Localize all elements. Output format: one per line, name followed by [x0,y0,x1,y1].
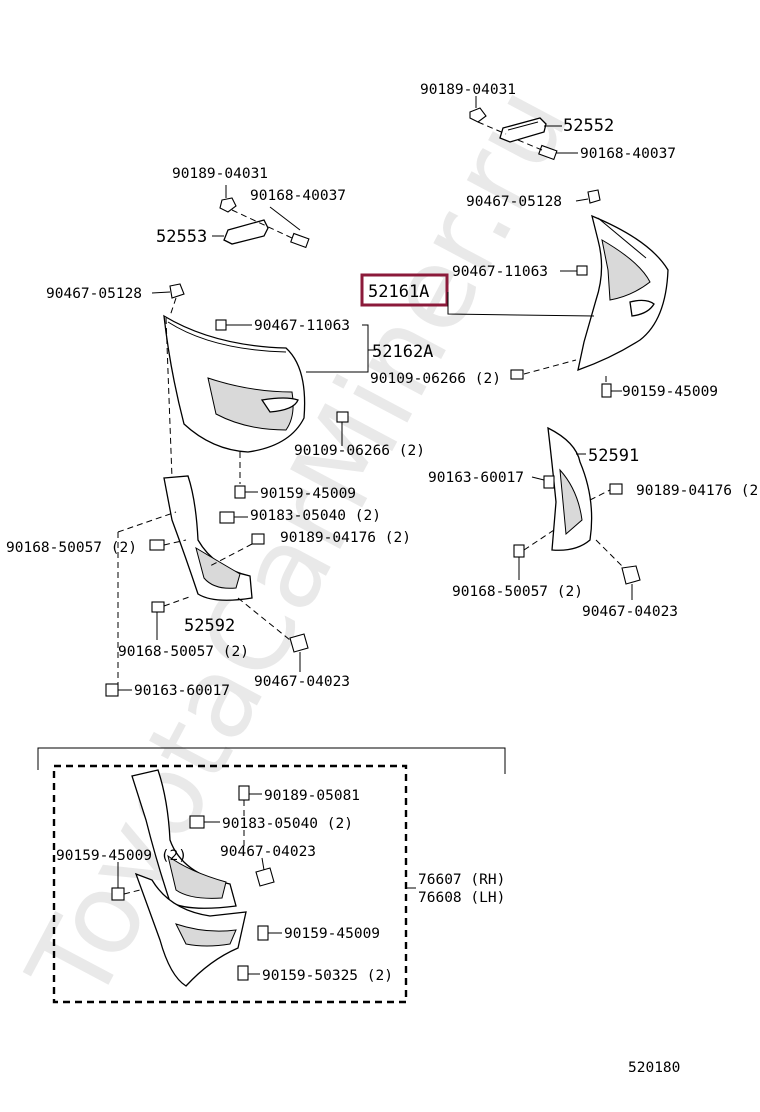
clip-90467-04023-left [289,633,309,653]
label-90159-50325: 90159-50325 (2) [262,968,393,984]
label-90189-04031-left: 90189-04031 [172,166,268,182]
label-90109-06266-lower: 90109-06266 (2) [294,443,425,459]
label-90159-45009-left: 90159-45009 [260,486,356,502]
screw-90189-05081 [238,785,250,801]
label-90189-04176-right: 90189-04176 (2) [636,483,760,499]
label-52161A: 52161A [368,282,429,302]
label-90467-04023-bottom: 90467-04023 [220,844,316,860]
label-90183-05040-left: 90183-05040 (2) [250,508,381,524]
label-76608-lh: 76608 (LH) [418,890,505,906]
clip-90467-05128-right [587,189,601,204]
clip-90189-04176-left [251,533,265,545]
label-90189-05081: 90189-05081 [264,788,360,804]
label-90159-45009-bottom-a: 90159-45009 (2) [56,848,187,864]
label-90189-04031-top: 90189-04031 [420,82,516,98]
part-52591-guard [547,426,593,551]
screw-90168-50057-left-a [149,539,165,551]
screw-90159-45009-bottom-b [257,925,269,941]
label-90467-11063-right: 90467-11063 [452,264,548,280]
label-52591: 52591 [588,446,639,466]
label-90183-05040-bottom: 90183-05040 (2) [222,816,353,832]
part-52553-bracket [223,219,269,245]
label-90467-04023-right: 90467-04023 [582,604,678,620]
label-90168-50057-lower-left: 90168-50057 (2) [118,644,249,660]
screw-90159-50325 [237,965,249,981]
label-90109-06266-upper: 90109-06266 (2) [370,371,501,387]
part-mudflap-upper [131,769,237,909]
label-76607-rh: 76607 (RH) [418,872,505,888]
part-mudflap-lower [134,872,247,987]
assembly-dashed-box [52,764,408,1004]
clip-90189-04031-left [219,197,237,213]
label-90467-05128-left: 90467-05128 [46,286,142,302]
part-52592-guard [163,475,253,601]
label-52592: 52592 [184,616,235,636]
label-90467-04023-left: 90467-04023 [254,674,350,690]
clip-90189-04031-top [469,107,487,123]
label-90159-45009-bottom-b: 90159-45009 [284,926,380,942]
screw-90159-45009-bottom-a [111,887,125,901]
clip-90467-05128-left [169,283,185,299]
assembly-bracket-line [37,747,506,774]
label-90159-45009-right: 90159-45009 [622,384,718,400]
part-52161A-fender [577,214,669,371]
screw-90168-50057-left-b [151,601,165,613]
screw-90159-45009-left [234,485,246,499]
label-52553: 52553 [156,227,207,247]
label-52162A: 52162A [372,342,433,362]
part-52162A-fender [163,314,306,453]
screw-90163-60017-left [105,683,119,697]
label-90163-60017-left: 90163-60017 [134,683,230,699]
label-90163-60017-right: 90163-60017 [428,470,524,486]
clip-90467-11063-left [215,319,227,331]
clip-90467-11063-right [576,265,588,276]
label-90467-11063-left: 90467-11063 [254,318,350,334]
highlight-box-52161A [360,273,449,307]
screw-90109-06266-left [336,411,349,423]
label-52552: 52552 [563,116,614,136]
clip-90183-05040-bottom [189,815,205,829]
label-90168-50057-upper-left: 90168-50057 (2) [6,540,137,556]
label-90168-50057-right: 90168-50057 (2) [452,584,583,600]
clip-90189-04176-right [609,483,623,495]
bolt-90168-40037-left [290,232,310,249]
label-90467-05128-right: 90467-05128 [466,194,562,210]
clip-90467-04023-right [621,565,641,585]
label-90189-04176-left: 90189-04176 (2) [280,530,411,546]
screw-90159-45009-right [601,383,612,398]
clip-90183-05040-left [219,511,235,524]
screw-90168-50057-right [513,544,525,558]
clip-90467-04023-bottom [255,867,275,887]
screw-90163-60017-right [543,475,555,489]
part-52552-bracket [499,117,547,143]
diagram-id: 520180 [628,1060,680,1076]
label-90168-40037-top: 90168-40037 [580,146,676,162]
label-90168-40037-left: 90168-40037 [250,188,346,204]
screw-90109-06266-right [510,369,524,380]
